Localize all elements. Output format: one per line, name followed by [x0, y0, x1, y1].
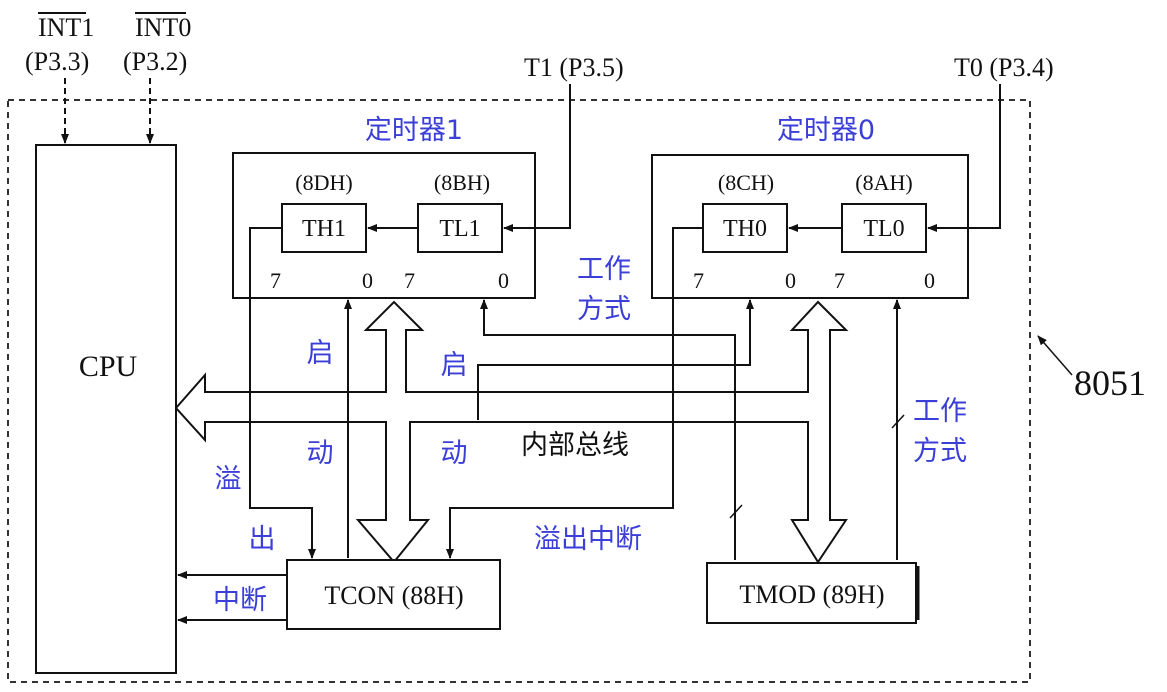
timer1-title: 定时器1 — [365, 115, 463, 146]
tr0-start-line — [477, 299, 754, 420]
overflow-interrupt-label: 溢出中断 — [534, 524, 642, 555]
cpu-label: CPU — [79, 350, 138, 383]
mode-label-2a: 工作 — [913, 396, 967, 427]
int1-pin-name: INT1 — [38, 13, 94, 42]
th0-address: (8CH) — [718, 170, 774, 195]
mode-label-1a: 工作 — [577, 254, 631, 285]
th1-msb: 7 — [270, 268, 281, 293]
t0-pin-label: T0 (P3.4) — [954, 53, 1054, 82]
tl0-lsb: 0 — [924, 268, 935, 293]
overflow-label-a: 溢 — [215, 464, 242, 495]
th0-lsb: 0 — [785, 268, 796, 293]
th1-address: (8DH) — [295, 170, 352, 195]
tl1-label: TL1 — [439, 216, 480, 242]
start-label-2a: 启 — [441, 350, 468, 381]
tl1-lsb: 0 — [498, 268, 509, 293]
th0-msb: 7 — [693, 268, 704, 293]
t1-pin-label: T1 (P3.5) — [524, 53, 624, 82]
interrupt-label: 中断 — [213, 585, 267, 616]
tcon-label: TCON (88H) — [324, 581, 463, 610]
chip-label: 8051 — [1074, 363, 1146, 403]
t0-input-line — [927, 84, 1001, 232]
int1-pin-label: (P3.3) — [25, 47, 89, 76]
chip-label-pointer — [1037, 335, 1073, 376]
tl0-label: TL0 — [863, 216, 904, 242]
tl0-msb: 7 — [834, 268, 845, 293]
tl1-msb: 7 — [404, 268, 415, 293]
start-label-2b: 动 — [441, 438, 468, 469]
tl0-register — [841, 203, 927, 253]
timer1-block — [232, 152, 536, 299]
th0-label: TH0 — [723, 216, 767, 242]
overflow-label-b: 出 — [249, 524, 276, 555]
int0-pin-label: (P3.2) — [123, 47, 187, 76]
start-label-1b: 动 — [307, 438, 334, 469]
chip-boundary — [7, 99, 1031, 683]
th1-label: TH1 — [302, 216, 346, 242]
internal-bus-outline — [174, 300, 849, 564]
mode-label-1b: 方式 — [577, 294, 631, 325]
tl1-register — [417, 203, 503, 253]
start-label-1a: 启 — [307, 338, 334, 369]
t1-input-line — [503, 84, 571, 232]
timer1-mode-line — [480, 299, 736, 560]
timer0-block — [651, 154, 969, 299]
th0-register — [702, 203, 788, 253]
cpu-block — [35, 144, 177, 674]
tl1-address: (8BH) — [434, 170, 490, 195]
tmod-register — [706, 562, 917, 624]
tmod-label: TMOD (89H) — [739, 580, 884, 609]
int0-pin-name: INT0 — [135, 13, 191, 42]
bus-label: 内部总线 — [521, 430, 629, 461]
timer1-overflow-line — [249, 227, 316, 559]
mode-label-2b: 方式 — [913, 436, 967, 467]
th1-lsb: 0 — [362, 268, 373, 293]
tcon-register — [286, 559, 501, 630]
timer0-overflow-line — [446, 227, 703, 559]
tl0-address: (8AH) — [855, 170, 912, 195]
timer0-title: 定时器0 — [777, 115, 875, 146]
